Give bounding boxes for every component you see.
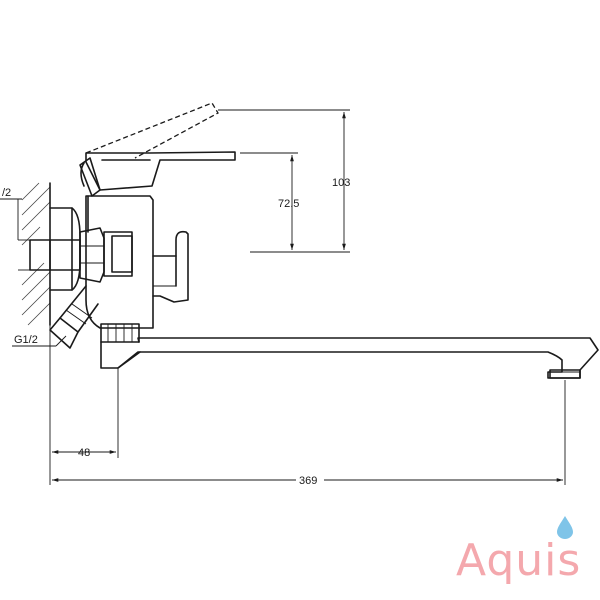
mixer-body xyxy=(85,195,154,329)
dimension-369: 369 xyxy=(52,472,563,487)
dimension-thread-bottom: G1/2 xyxy=(12,334,67,347)
thread-top-label: /2 xyxy=(2,187,11,199)
cartridge-cap xyxy=(79,157,101,197)
brand-name: Aquis xyxy=(456,535,581,586)
dimension-48-label: 48 xyxy=(78,447,90,459)
handle-lever xyxy=(85,151,236,191)
dimension-48: 48 xyxy=(52,447,116,459)
wall-escutcheon xyxy=(49,207,81,291)
dimension-72-5-label: 72.5 xyxy=(278,198,299,210)
handle-lever-raised xyxy=(85,102,219,159)
connector-sleeve xyxy=(103,231,133,277)
dimension-369-label: 369 xyxy=(299,475,317,487)
dimension-103-label: 103 xyxy=(332,177,350,189)
thread-bottom-label: G1/2 xyxy=(14,334,38,346)
dimension-103: 103 xyxy=(218,109,350,253)
wall-section xyxy=(21,182,51,326)
dimension-thread-top: /2 xyxy=(0,187,22,240)
spout xyxy=(100,337,599,379)
hex-nut xyxy=(79,227,105,283)
spout-collar xyxy=(100,323,140,343)
inlet-pipe xyxy=(18,239,81,271)
diverter-knob xyxy=(152,230,189,303)
dimension-72-5: 72.5 xyxy=(240,152,299,250)
angled-inlet xyxy=(49,285,99,349)
water-drop-icon xyxy=(557,516,573,539)
brand-logo: Aquis xyxy=(456,516,581,586)
